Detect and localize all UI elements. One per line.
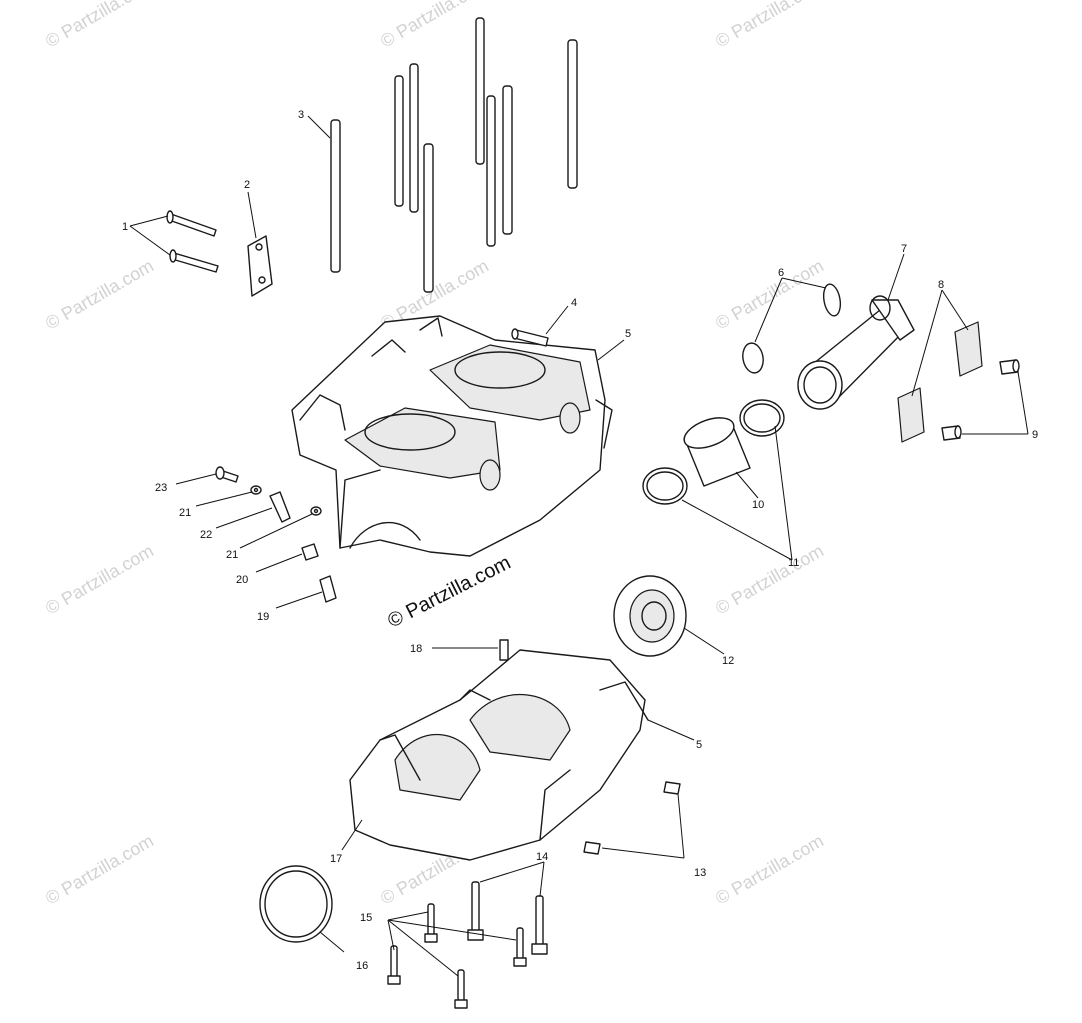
hose-clamps	[642, 399, 785, 505]
callout-17: 17	[330, 853, 342, 865]
cylinder-studs	[330, 17, 578, 293]
crankcase-bolts	[387, 881, 548, 1009]
callout-15: 15	[360, 912, 372, 924]
intake-elbow	[797, 295, 915, 410]
callout-20: 20	[236, 574, 248, 586]
callout-12: 12	[722, 655, 734, 667]
callout-23: 23	[155, 482, 167, 494]
callout-19: 19	[257, 611, 269, 623]
callout-21-lower: 21	[226, 549, 238, 561]
callout-16: 16	[356, 960, 368, 972]
callout-3: 3	[298, 109, 304, 121]
callout-10: 10	[752, 499, 764, 511]
watermark: © Partzilla.com	[42, 255, 157, 333]
callout-5-lower: 5	[696, 739, 702, 751]
callout-21-upper: 21	[179, 507, 191, 519]
plate-screws	[166, 210, 219, 273]
watermark: © Partzilla.com	[377, 0, 492, 51]
callout-18: 18	[410, 643, 422, 655]
watermark: © Partzilla.com	[712, 255, 827, 333]
watermark: © Partzilla.com	[42, 830, 157, 908]
watermark: © Partzilla.com	[42, 540, 157, 618]
small-hardware	[215, 466, 337, 603]
callout-4: 4	[571, 297, 577, 309]
brackets	[897, 321, 983, 443]
callout-13: 13	[694, 867, 706, 879]
watermark: © Partzilla.com	[712, 830, 827, 908]
callout-1: 1	[122, 221, 128, 233]
o-rings	[742, 283, 842, 374]
watermark: © Partzilla.com	[712, 0, 827, 51]
center-watermark: © Partzilla.com	[384, 552, 514, 633]
callout-11: 11	[788, 557, 799, 569]
leader-lines	[129, 115, 1029, 977]
bracket-screws	[941, 359, 1020, 441]
cover-plate	[247, 235, 273, 297]
callout-5-upper: 5	[625, 328, 631, 340]
plugs	[583, 781, 681, 855]
watermark: © Partzilla.com	[712, 540, 827, 618]
callout-14: 14	[536, 851, 548, 863]
callout-8: 8	[938, 279, 944, 291]
callout-22: 22	[200, 529, 212, 541]
callout-6: 6	[778, 267, 784, 279]
callout-2: 2	[244, 179, 250, 191]
locating-pin	[499, 639, 509, 661]
callout-9: 9	[1032, 429, 1038, 441]
watermark: © Partzilla.com	[42, 0, 157, 51]
callout-7: 7	[901, 243, 907, 255]
callout-labels: 1 2 3 4 5 6 7 8 9 10 11 12 5 13 14 15 16…	[122, 109, 1038, 972]
crank-seal	[613, 575, 687, 657]
upper-crankcase	[291, 315, 613, 557]
lower-crankcase	[349, 649, 649, 861]
retaining-ring	[259, 865, 333, 943]
dowel-pin	[511, 328, 549, 347]
hose	[683, 417, 751, 487]
